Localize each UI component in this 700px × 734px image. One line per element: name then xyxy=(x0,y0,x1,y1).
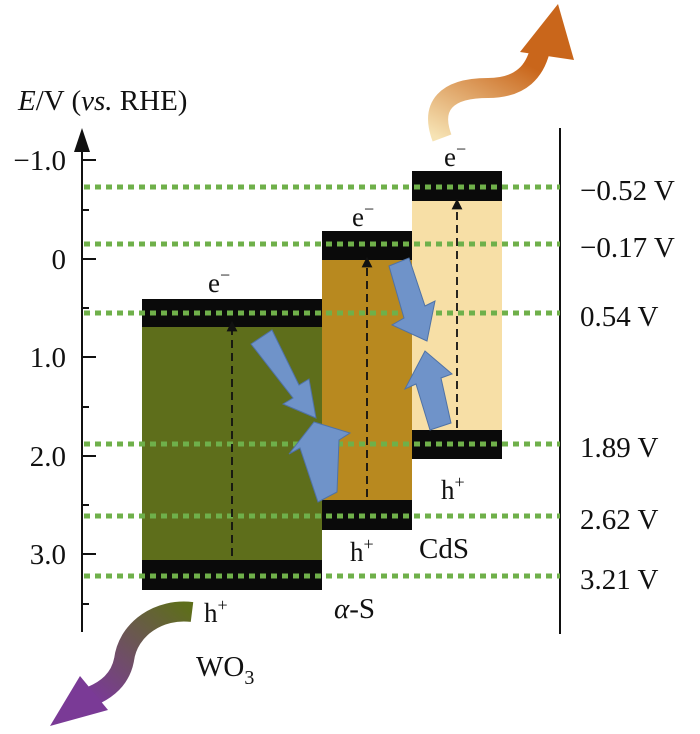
level-label: 2.62 V xyxy=(580,504,658,536)
as-name-label: α-S xyxy=(334,593,375,625)
wo3-hole-label: h+ xyxy=(204,595,228,628)
energy-axis: E/V (vs. RHE) −1.0 0 1.0 2.0 3.0 xyxy=(13,85,187,632)
electron-transfer-arrow-cds-as xyxy=(388,257,436,342)
level-label: −0.52 V xyxy=(580,175,675,207)
cds-name-label: CdS xyxy=(419,533,469,565)
potential-levels xyxy=(84,184,560,579)
as-valence-band xyxy=(322,500,412,530)
tick-label: 1.0 xyxy=(30,342,66,374)
tick-label: 3.0 xyxy=(30,539,66,571)
level-label: 3.21 V xyxy=(580,564,658,596)
tick-label: 2.0 xyxy=(30,441,66,473)
cds-electron-label: e− xyxy=(444,139,466,172)
level-label: 0.54 V xyxy=(580,301,658,333)
axis-title: E/V (vs. RHE) xyxy=(17,85,187,117)
electron-outflow-shaft xyxy=(428,47,550,142)
tick-label: 0 xyxy=(52,244,67,276)
hole-transfer-arrow-as-cds xyxy=(403,350,453,431)
electron-transfer-arrow-as-wo3 xyxy=(250,329,317,419)
level-label: −0.17 V xyxy=(580,232,675,264)
electron-outflow-head xyxy=(520,4,574,60)
electron-outflow-arrow xyxy=(428,4,574,142)
cds-hole-label: h+ xyxy=(441,472,465,505)
hole-transfer-arrow-wo3-as xyxy=(288,421,352,503)
wo3-name-label: WO3 xyxy=(196,651,254,689)
charge-transfer-arrows xyxy=(250,257,453,503)
as-electron-label: e− xyxy=(352,199,374,232)
hole-outflow-shaft xyxy=(87,601,194,706)
tick-label: −1.0 xyxy=(13,145,66,177)
level-label: 1.89 V xyxy=(580,432,658,464)
axis-arrow-head xyxy=(74,128,90,152)
wo3-electron-label: e− xyxy=(208,265,230,298)
as-conduction-band xyxy=(322,231,412,260)
hole-outflow-head xyxy=(50,676,108,726)
hole-outflow-arrow xyxy=(50,601,194,726)
as-hole-label: h+ xyxy=(350,534,374,567)
